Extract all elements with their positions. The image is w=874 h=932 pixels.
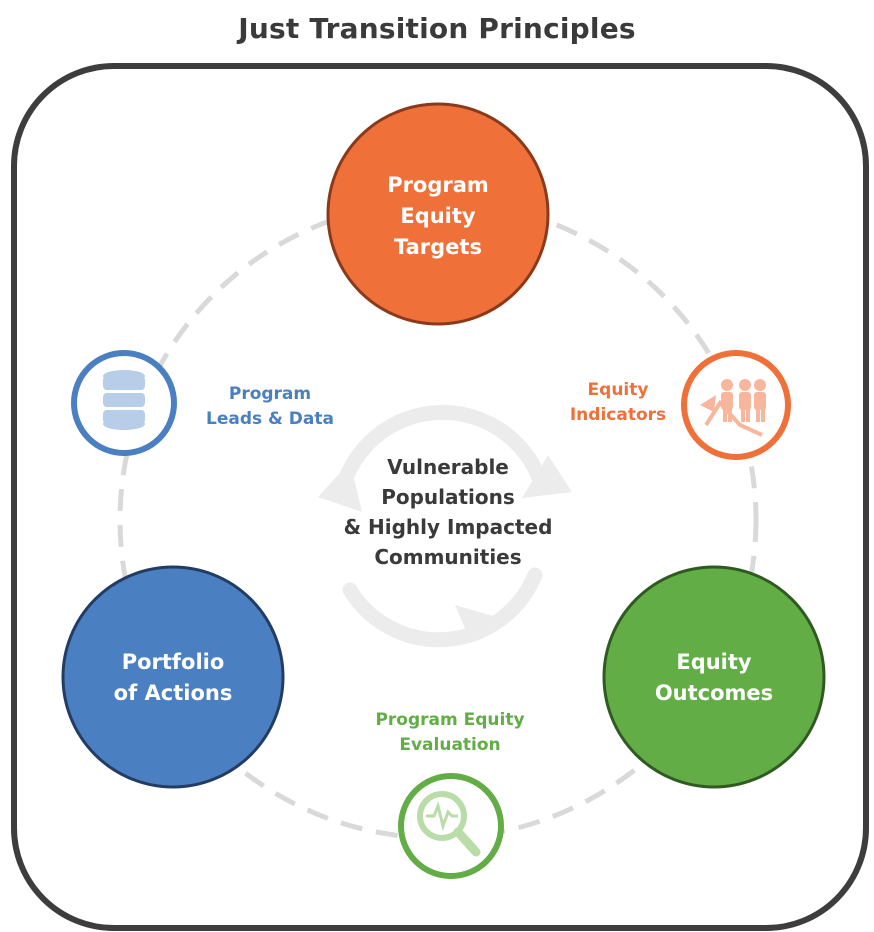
program-equity-targets-circle [326,102,550,326]
diagram-title: Just Transition Principles [238,12,636,45]
magnifier-pulse-icon [398,773,504,879]
outer-frame [11,63,869,931]
program-leads-data-label: Program Leads & Data [206,384,334,429]
program-equity-targets-label: Program Equity Targets [387,173,489,259]
equity-indicators-label: Equity Indicators [569,380,667,425]
portfolio-of-actions-label: Portfolio of Actions [113,650,233,705]
equity-outcomes-circle [602,565,826,789]
center-label: Vulnerable Populations & Highly Impacted… [343,455,553,569]
database-icon [71,350,177,456]
people-growth-icon [681,350,791,460]
cycle-arrows-icon [318,404,572,648]
program-equity-evaluation-label: Program Equity Evaluation [375,710,525,755]
equity-outcomes-label: Equity Outcomes [654,650,774,705]
portfolio-of-actions-circle [61,565,285,789]
